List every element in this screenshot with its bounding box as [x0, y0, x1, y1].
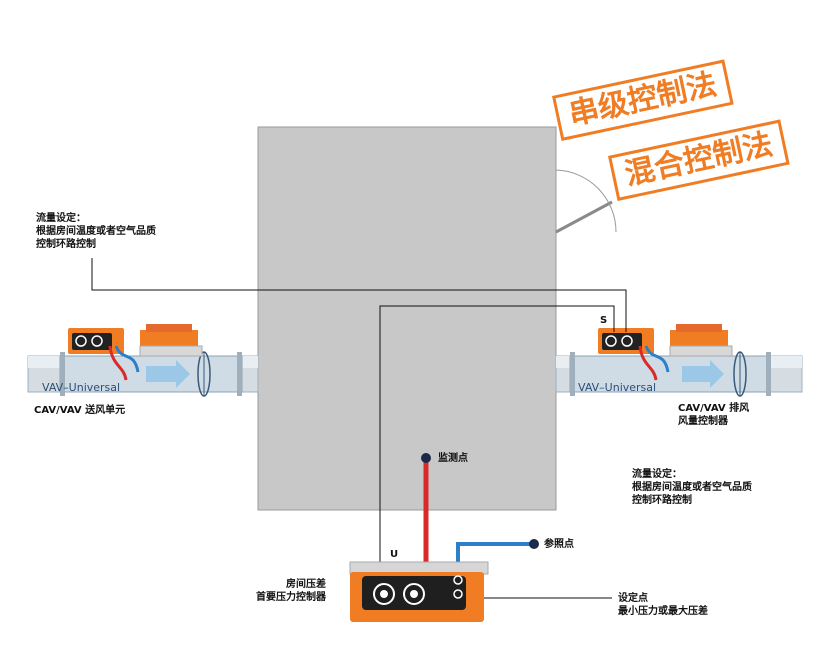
room	[257, 126, 557, 511]
reference-point-label: 参照点	[544, 539, 574, 550]
right-terminal-s: S	[600, 315, 608, 326]
right-duct-label: VAV–Universal	[578, 381, 656, 394]
right-vav-controller	[598, 324, 733, 381]
monitor-point-label: 监测点	[438, 453, 468, 464]
door	[555, 169, 617, 234]
setpoint-note: 设定点 最小压力或最大压差	[618, 593, 708, 617]
left-duct-label: VAV–Universal	[42, 381, 120, 394]
supply-unit-caption: CAV/VAV 送风单元	[34, 405, 126, 416]
right-airflow-arrow-icon	[682, 360, 724, 388]
pressure-controller-caption: 房间压差 首要压力控制器	[256, 579, 326, 603]
exhaust-unit-caption: CAV/VAV 排风 风量控制器	[678, 403, 750, 427]
left-duct: VAV–Universal	[27, 351, 259, 397]
signal-wiring	[91, 258, 627, 599]
reference-point-marker	[529, 539, 539, 549]
left-airflow-arrow-icon	[146, 360, 190, 388]
controller-terminal-u: U	[390, 549, 399, 560]
right-flow-setting-note: 流量设定： 根据房间温度或者空气品质 控制环路控制	[632, 469, 752, 506]
right-duct: VAV–Universal	[555, 351, 803, 397]
pressure-controller	[349, 561, 489, 622]
monitor-point-marker	[421, 453, 431, 463]
left-flow-setting-note: 流量设定： 根据房间温度或者空气品质 控制环路控制	[36, 213, 156, 250]
left-vav-controller	[68, 324, 203, 381]
